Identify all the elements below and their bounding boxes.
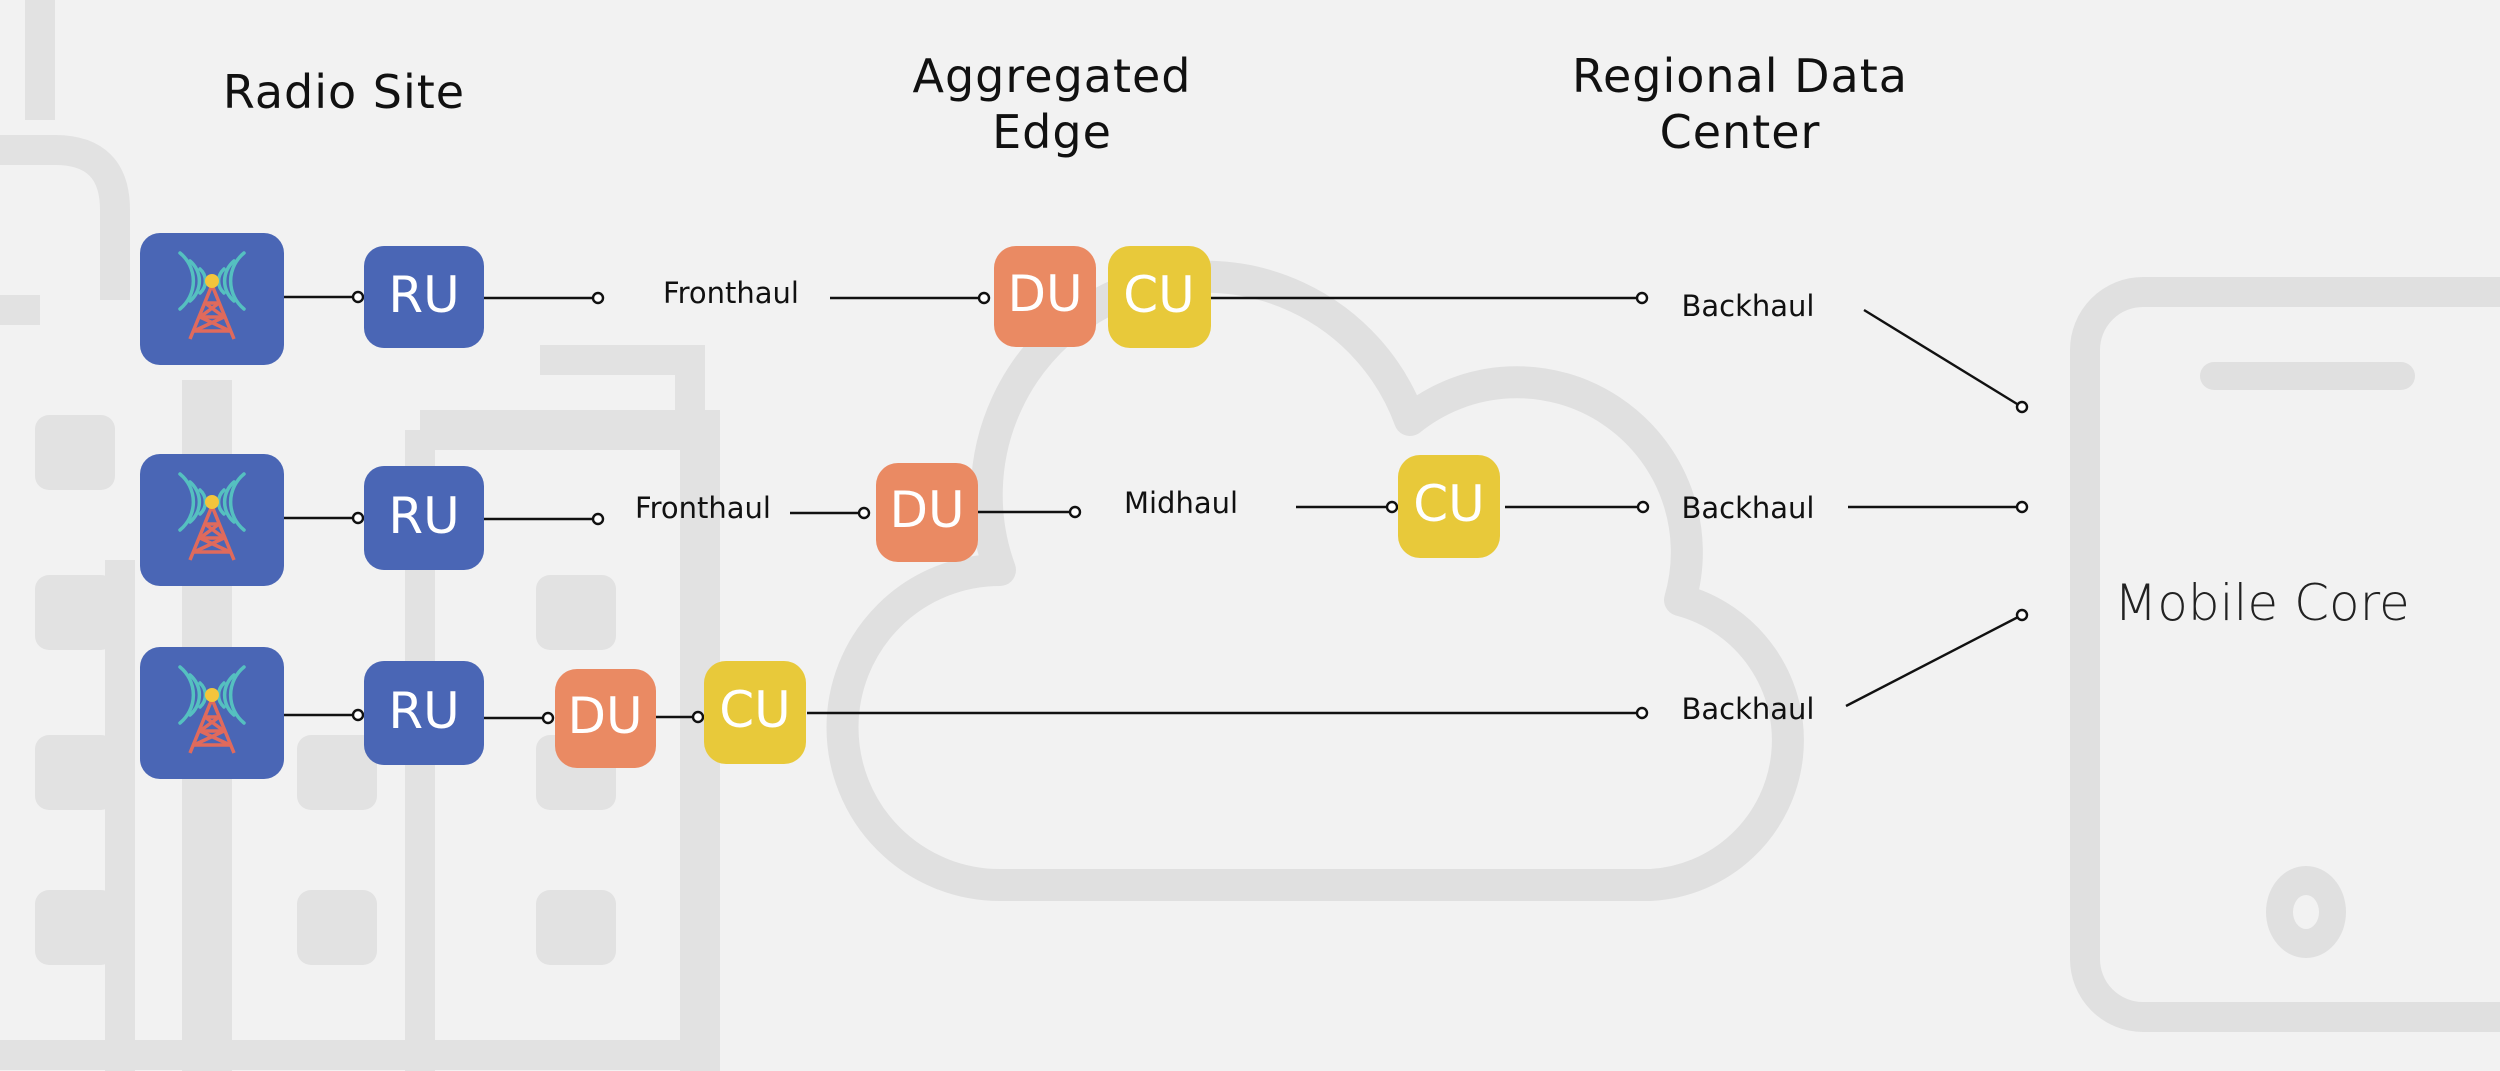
du-box-row2: DU xyxy=(876,463,978,562)
svg-text:DU: DU xyxy=(1007,265,1082,323)
antenna-icon-row3 xyxy=(138,645,286,781)
svg-text:DU: DU xyxy=(567,687,642,745)
du-box-row1: DU xyxy=(994,246,1096,347)
ru-box-row1: RU xyxy=(364,246,484,348)
header-aggregated-edge-line2: Edge xyxy=(992,105,1112,159)
svg-text:RU: RU xyxy=(388,487,459,545)
mobile-core-device xyxy=(2070,277,2500,1032)
svg-text:CU: CU xyxy=(719,681,791,739)
cu-box-row1: CU xyxy=(1108,246,1211,348)
header-aggregated-edge-line1: Aggregated xyxy=(913,49,1192,103)
connector-endpoints xyxy=(351,290,2029,725)
cu-box-row2: CU xyxy=(1398,455,1500,558)
connector-lines xyxy=(282,295,2023,720)
backhaul-label-row3: Backhaul xyxy=(1682,692,1815,726)
antenna-icon-row2 xyxy=(138,452,286,588)
fronthaul-label-row2: Fronthaul xyxy=(635,491,771,525)
backhaul-label-row2: Backhaul xyxy=(1682,491,1815,525)
header-regional-line2: Center xyxy=(1660,105,1821,159)
mobile-core-label: Mobile Core xyxy=(2114,574,2410,632)
antenna-icon-row1 xyxy=(138,231,286,367)
svg-text:RU: RU xyxy=(388,266,459,324)
svg-text:RU: RU xyxy=(388,682,459,740)
fronthaul-label-row1: Fronthaul xyxy=(663,276,799,310)
ru-box-row3: RU xyxy=(364,661,484,765)
header-regional-line1: Regional Data xyxy=(1572,49,1908,103)
backhaul-label-row1: Backhaul xyxy=(1682,289,1815,323)
cu-box-row3: CU xyxy=(704,661,806,764)
header-radio-site: Radio Site xyxy=(223,65,465,119)
svg-text:CU: CU xyxy=(1123,266,1195,324)
cloud-outline xyxy=(826,260,1804,901)
midhaul-label: Midhaul xyxy=(1124,486,1238,520)
svg-text:DU: DU xyxy=(889,481,964,539)
background-windows xyxy=(35,415,616,965)
du-box-row3: DU xyxy=(555,669,656,768)
svg-text:CU: CU xyxy=(1413,475,1485,533)
ru-box-row2: RU xyxy=(364,466,484,570)
